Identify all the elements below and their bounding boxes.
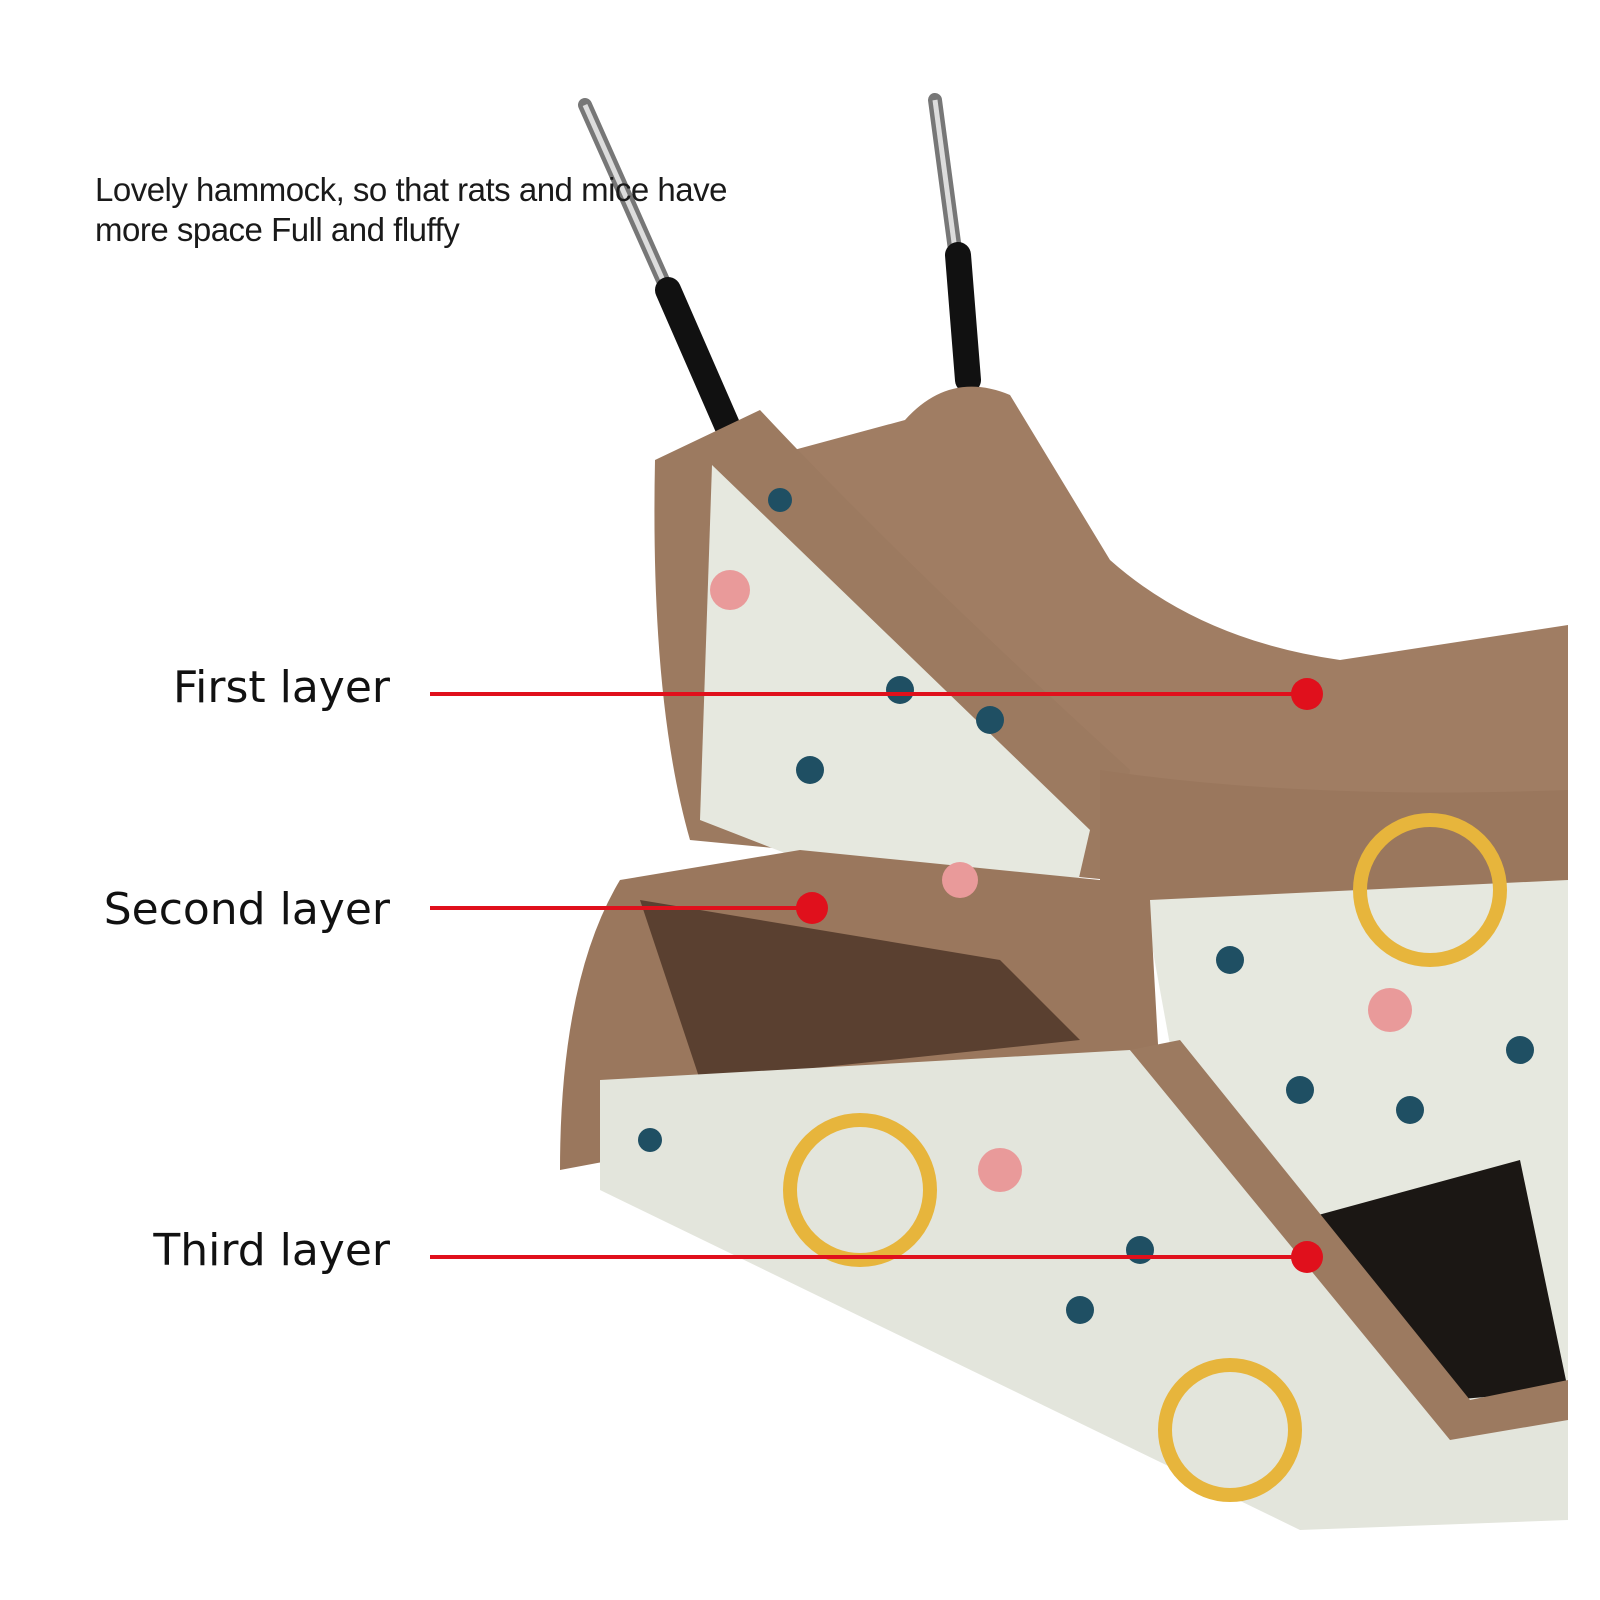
label-third-layer: Third layer: [153, 1225, 390, 1276]
hook-right: [928, 93, 981, 393]
product-caption: Lovely hammock, so that rats and mice ha…: [95, 170, 815, 250]
shadow-inner: [1300, 1160, 1568, 1400]
caption-line-1: Lovely hammock, so that rats and mice ha…: [95, 171, 727, 208]
marker-dot-third: [1291, 1241, 1323, 1273]
fur-back: [720, 386, 1568, 901]
fabric-print: [638, 488, 1534, 1502]
leader-line-third: [430, 1255, 1307, 1259]
shadow-middle: [640, 900, 1080, 1080]
fur-right-edge: [1130, 1040, 1568, 1440]
label-first-layer: First layer: [173, 662, 390, 713]
marker-dot-second: [796, 892, 828, 924]
marker-dot-first: [1291, 678, 1323, 710]
hook-left: [578, 98, 753, 468]
leader-line-first: [430, 692, 1307, 696]
caption-line-2: more space Full and fluffy: [95, 211, 460, 248]
leader-line-second: [430, 906, 812, 910]
fabric-bottom: [600, 1050, 1568, 1530]
label-second-layer: Second layer: [103, 884, 390, 935]
fabric-left: [700, 465, 1090, 960]
